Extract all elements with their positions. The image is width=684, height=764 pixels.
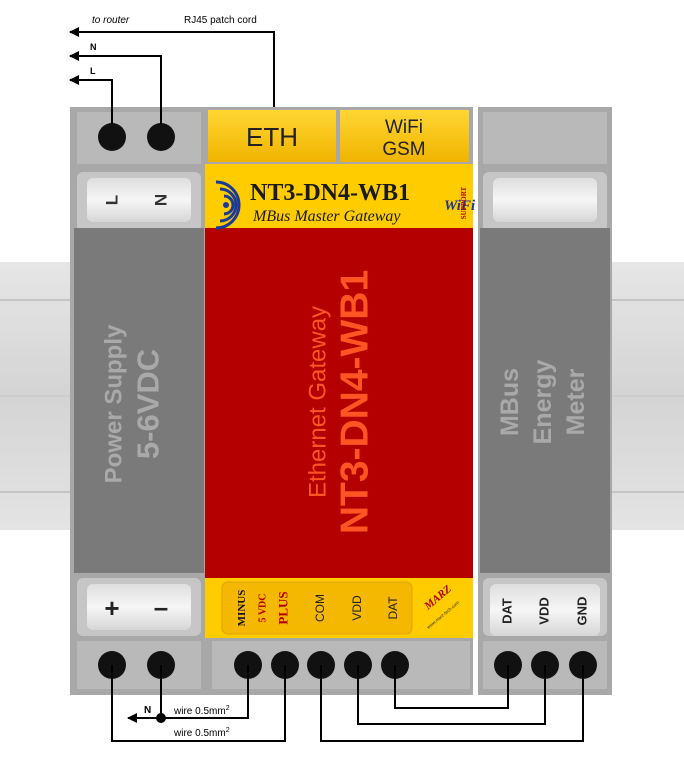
meter-title-line2: Energy: [529, 360, 557, 445]
gateway-subtitle: MBus Master Gateway: [252, 208, 401, 225]
to-router-label: to router: [92, 15, 130, 26]
terminal-n-screw[interactable]: [147, 123, 175, 151]
wifi-label: WiFi: [385, 117, 423, 138]
meter-vdd-label: VDD: [537, 597, 552, 624]
top-wires: [69, 27, 275, 124]
eth-port-label: ETH: [246, 122, 298, 152]
wire-label-2: wire 0.5mm2: [173, 727, 230, 739]
plus-wire: [111, 665, 286, 742]
gateway-vdd-label: VDD: [350, 595, 364, 621]
gateway-body-line2: NT3-DN4-WB1: [334, 270, 377, 534]
bottom-n-label: N: [144, 705, 151, 716]
power-supply-voltage: 5-6VDC: [131, 349, 166, 459]
meter-title-line1: MBus: [496, 368, 524, 436]
top-l-label: L: [90, 66, 96, 76]
top-n-label: N: [90, 42, 97, 52]
gsm-label: GSM: [382, 139, 425, 160]
gateway-model-header: NT3-DN4-WB1: [250, 180, 410, 206]
vdd-wire: [357, 665, 546, 725]
dat-wire: [394, 665, 509, 709]
gateway-body-line1: Ethernet Gateway: [305, 306, 332, 498]
minus-wire: [161, 665, 249, 719]
support-badge: SUPPORT: [460, 186, 468, 219]
ps-plus-label: +: [104, 593, 119, 623]
wifi-signal-icon: [215, 180, 241, 230]
n-wire-top: [69, 51, 162, 124]
junction-dot: [156, 713, 166, 723]
gateway-plus-label: PLUS: [276, 591, 291, 624]
ps-terminal-n-label: N: [152, 194, 171, 206]
terminal-l-screw[interactable]: [98, 123, 126, 151]
meter-title-line3: Meter: [562, 368, 590, 435]
gateway-face: [205, 110, 473, 638]
meter-dat-label: DAT: [500, 598, 515, 624]
meter-panel: [480, 172, 610, 636]
wire-label-1: wire 0.5mm2: [173, 705, 230, 717]
ps-terminal-l-label: L: [103, 195, 122, 205]
patch-cord-wire: [69, 27, 275, 107]
meter-gnd-label: GND: [575, 597, 590, 626]
screw-terminals: [98, 123, 597, 679]
wifi-badge: WiFi: [444, 198, 476, 214]
patch-cord-label: RJ45 patch cord: [184, 15, 257, 26]
power-supply-title: Power Supply: [101, 324, 128, 483]
wifi-dot-icon: [223, 202, 229, 208]
gateway-minus-label: MINUS: [236, 590, 248, 627]
com-gnd-wire: [320, 665, 584, 742]
ps-minus-label: –: [154, 592, 168, 622]
gateway-com-label: COM: [313, 594, 327, 622]
power-supply-panel: [74, 172, 204, 636]
gateway-dat-label: DAT: [386, 596, 400, 620]
gateway-5vdc-label: 5 VDC: [258, 594, 269, 623]
l-wire-top: [69, 75, 113, 124]
bottom-wires: [111, 665, 584, 742]
